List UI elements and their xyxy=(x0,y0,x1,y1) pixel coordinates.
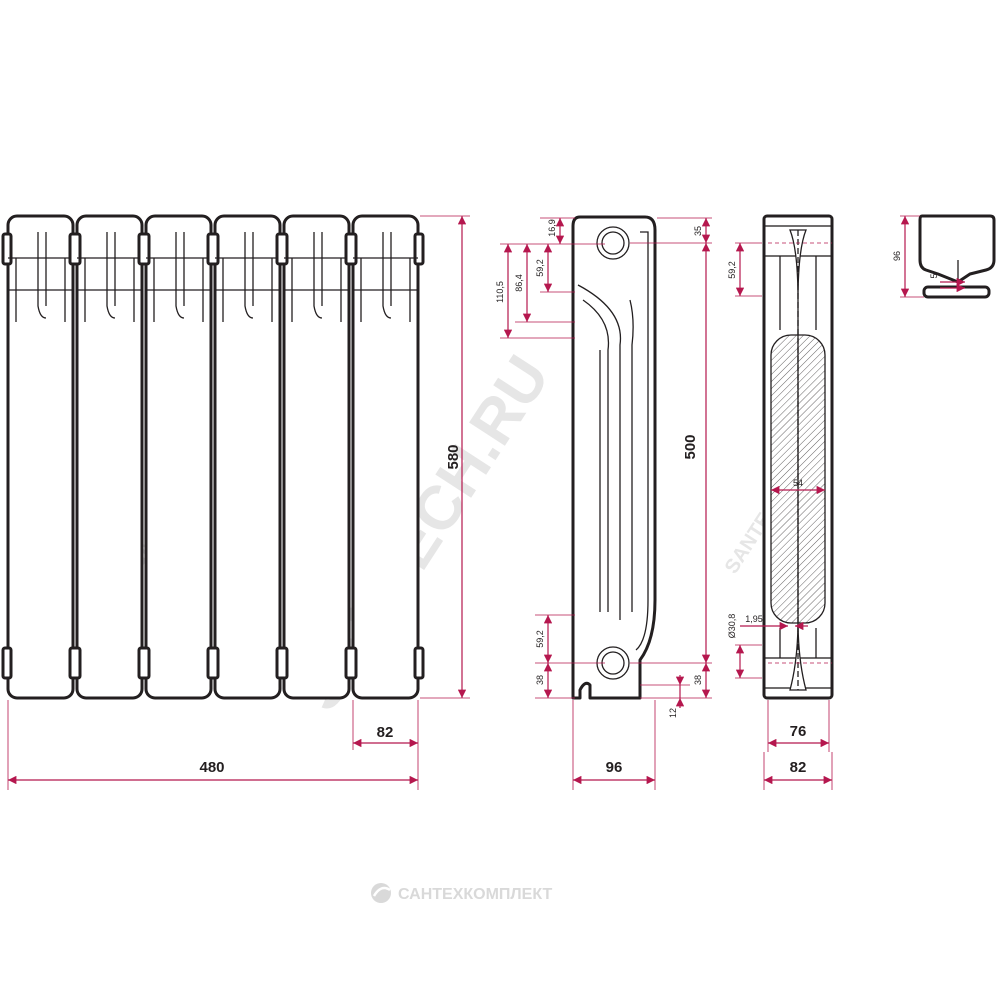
dim-label-59-2-section: 59,2 xyxy=(727,261,737,279)
radiator-section xyxy=(275,214,351,700)
radiator-section xyxy=(137,214,213,700)
radiator-section xyxy=(206,214,282,700)
dim-label-96: 96 xyxy=(606,759,623,776)
brand-name: САНТЕХКОМПЛЕКТ xyxy=(398,886,552,903)
dim-label-110-5: 110,5 xyxy=(495,281,505,303)
dim-label-82: 82 xyxy=(377,724,394,741)
dimension-inner-76: 76 xyxy=(767,700,830,752)
side-view: 110,5 86,4 59,2 16,9 59,2 38 xyxy=(495,215,712,790)
dimension-section-82: 82 xyxy=(352,700,419,790)
dim-label-35: 35 xyxy=(693,226,703,236)
cross-section-view: 59,2 54 Ø30,8 1,95 76 82 xyxy=(727,214,834,790)
dimension-depth-96: 96 xyxy=(572,700,656,790)
dimension-group-top-left: 110,5 86,4 59,2 16,9 xyxy=(495,217,605,339)
dim-label-96-top: 96 xyxy=(892,251,902,261)
dim-label-580: 580 xyxy=(445,444,462,469)
dim-label-diameter: Ø30,8 xyxy=(727,614,737,639)
dimension-group-right: 35 500 38 12 xyxy=(630,217,712,718)
dim-label-54: 54 xyxy=(793,478,803,488)
top-profile xyxy=(918,214,996,284)
front-view: 580 82 480 xyxy=(1,214,470,790)
dim-label-76: 76 xyxy=(790,723,807,740)
side-profile xyxy=(571,215,657,700)
dim-label-82-section: 82 xyxy=(790,759,807,776)
dimension-outer-82: 82 xyxy=(763,752,833,790)
dim-label-16-9: 16,9 xyxy=(547,219,557,237)
radiator-section xyxy=(68,214,144,700)
dim-label-5: 5 xyxy=(929,273,939,278)
dim-label-86-4: 86,4 xyxy=(514,274,524,292)
dimension-height-580: 580 xyxy=(420,215,470,699)
top-foot xyxy=(922,285,991,299)
dimension-group-bottom-left: 59,2 38 xyxy=(535,614,605,699)
dim-label-1-95: 1,95 xyxy=(745,614,763,624)
dim-label-59-2-top: 59,2 xyxy=(535,259,545,277)
top-view: 96 5 xyxy=(892,214,996,299)
dim-label-12: 12 xyxy=(668,708,678,718)
brand-logo: САНТЕХКОМПЛЕКТ xyxy=(371,883,552,903)
dim-label-38-right: 38 xyxy=(693,675,703,685)
dimension-group-section: 59,2 54 Ø30,8 1,95 xyxy=(727,242,825,679)
dimension-width-480: 480 xyxy=(7,700,418,790)
dim-label-500: 500 xyxy=(682,434,699,459)
dim-label-38-left: 38 xyxy=(535,675,545,685)
radiator-section xyxy=(344,214,425,700)
radiator-section xyxy=(1,214,75,700)
dim-label-480: 480 xyxy=(199,759,224,776)
dim-label-59-2-bottom: 59,2 xyxy=(535,630,545,648)
